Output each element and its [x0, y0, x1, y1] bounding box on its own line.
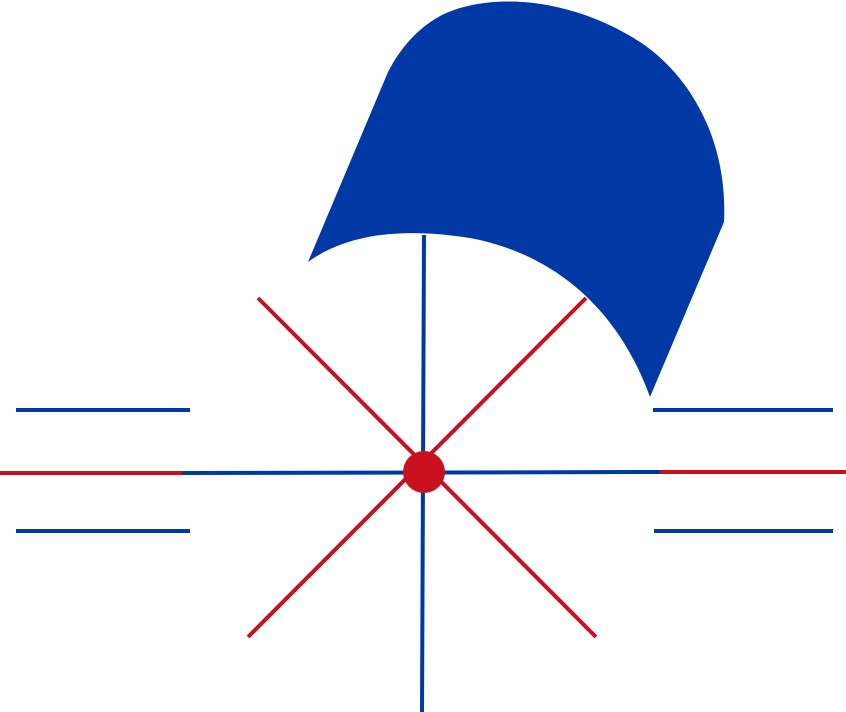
- curved-cap-shape: [308, 1, 725, 398]
- center-dot: [403, 451, 445, 493]
